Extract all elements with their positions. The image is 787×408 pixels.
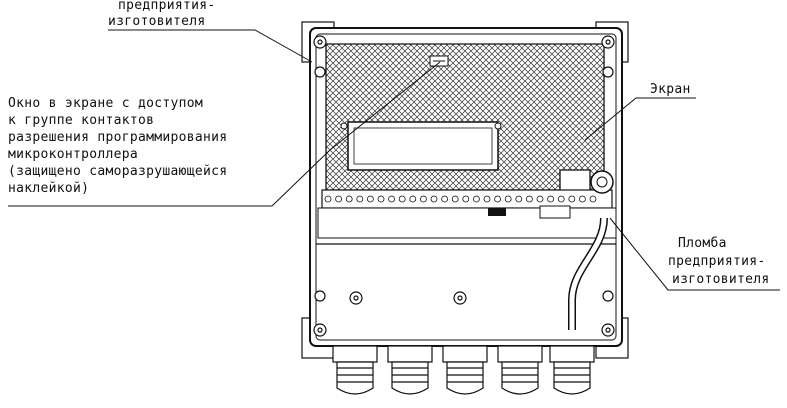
terminal-screw: [483, 195, 491, 203]
terminal-screw: [504, 195, 512, 203]
terminal-screw: [409, 195, 417, 203]
terminal-screw: [451, 195, 459, 203]
cable-gland: [332, 345, 378, 395]
terminal-screw: [345, 195, 353, 203]
terminal-strip: [317, 189, 617, 239]
seal-label-line-1: Пломба: [678, 236, 727, 251]
display-window: [347, 121, 499, 171]
terminal-screw: [547, 195, 554, 203]
window-note-line-3: разрешения программирования: [8, 130, 228, 145]
seal: [590, 170, 614, 194]
terminal-screw: [462, 195, 470, 203]
leader-lines: [8, 29, 780, 291]
top-left-label-line-1: предприятия-: [118, 0, 216, 13]
terminal-screw: [377, 195, 385, 203]
terminal-screw: [568, 195, 576, 203]
cable-gland: [497, 345, 543, 395]
window-note-line-1: Окно в экране с доступом: [8, 96, 204, 111]
terminal-screw: [356, 195, 364, 203]
window-note-line-4: микроконтроллера: [8, 147, 139, 162]
cable-gland: [442, 345, 488, 395]
terminal-screw: [441, 195, 449, 203]
terminal-screw: [589, 195, 597, 203]
terminal-screw: [398, 195, 406, 203]
screen-label: Экран: [650, 82, 691, 97]
window-note-line-2: к группе контактов: [8, 113, 155, 128]
window-note-line-6: наклейкой): [8, 181, 90, 196]
terminal-screw: [366, 195, 374, 203]
cable-gland: [549, 345, 595, 395]
cable-gland: [387, 345, 433, 395]
screw-holes: [313, 35, 615, 337]
terminal-screw: [494, 195, 502, 203]
terminal-screw: [536, 195, 544, 203]
terminal-screw: [515, 195, 523, 203]
terminal-screw: [526, 195, 533, 203]
terminal-screw: [557, 195, 565, 203]
window-note-line-5: (защищено саморазрушающейся: [8, 164, 228, 179]
top-left-label-line-2: изготовителя: [108, 14, 206, 29]
terminal-screw: [430, 195, 438, 203]
seal-label-line-2: предприятия-: [668, 254, 766, 269]
terminal-screw: [324, 195, 332, 203]
terminal-screw: [419, 195, 427, 203]
seal-label-line-3: изготовителя: [672, 272, 770, 287]
terminal-screw: [335, 195, 343, 203]
terminal-screw: [472, 195, 480, 203]
cable-glands: [332, 345, 595, 395]
terminal-screw: [579, 195, 586, 203]
terminal-screw: [388, 195, 396, 203]
